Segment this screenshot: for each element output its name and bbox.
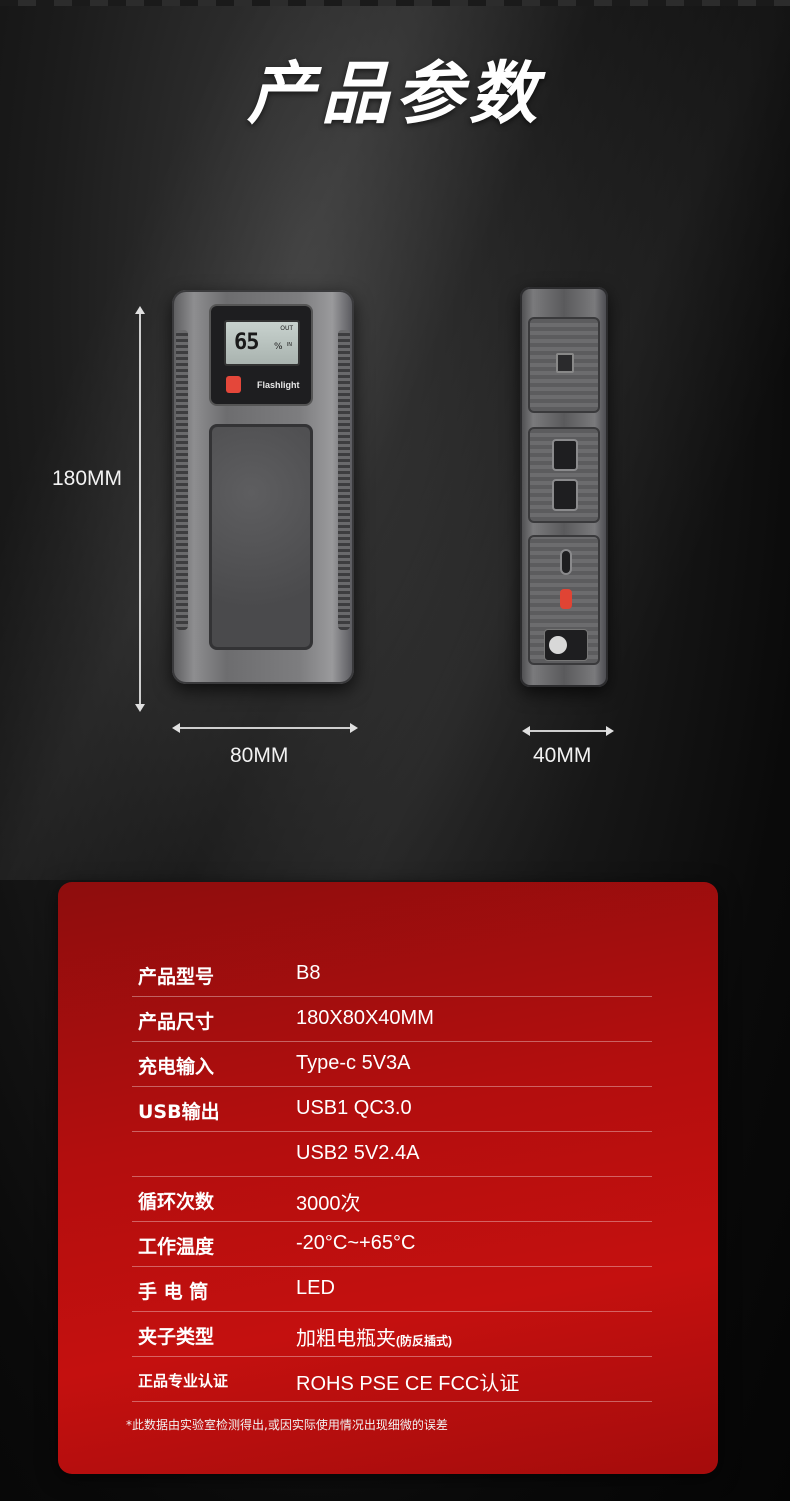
spec-row: 产品型号 B8 [132, 952, 652, 997]
page-title: 产品参数 [246, 55, 543, 134]
side-grip [176, 330, 188, 630]
spec-label: 夹子类型 [138, 1326, 215, 1348]
top-stripe-bar [0, 0, 790, 6]
spec-label: 充电输入 [138, 1056, 215, 1078]
lcd-battery-value: 65 [234, 330, 259, 355]
height-dimension-label: 180MM [52, 467, 123, 490]
arrow-left-icon [522, 726, 530, 736]
side-grip [338, 330, 350, 630]
spec-value-main: 加粗电瓶夹 [296, 1328, 396, 1350]
spec-row: 循环次数 3000次 [132, 1177, 652, 1222]
device-front-view: 65 % OUT IN Flashlight [172, 290, 354, 684]
device-side-view [520, 287, 608, 687]
typec-port-icon [560, 549, 572, 575]
arrow-up-icon [135, 306, 145, 314]
spec-label: 产品尺寸 [138, 1011, 215, 1033]
typec-port-block [528, 535, 600, 665]
lcd-percent-sign: % [274, 342, 283, 352]
front-grip-pad [209, 424, 313, 650]
spec-label: 循环次数 [138, 1191, 215, 1213]
spec-row: USB输出 USB1 QC3.0 [132, 1087, 652, 1132]
arrow-down-icon [135, 704, 145, 712]
spec-value: Type-c 5V3A [296, 1052, 411, 1074]
spec-row: 充电输入 Type-c 5V3A [132, 1042, 652, 1087]
spec-label: USB输出 [138, 1101, 220, 1123]
spec-value: LED [296, 1277, 335, 1299]
spec-row: 产品尺寸 180X80X40MM [132, 997, 652, 1042]
spec-label: 正品专业认证 [138, 1372, 229, 1390]
control-panel: 65 % OUT IN Flashlight [209, 304, 313, 406]
width-dimension-line [176, 727, 352, 729]
usb-port-block [528, 427, 600, 523]
flashlight-label: Flashlight [257, 380, 300, 390]
spec-label: 手 电 筒 [138, 1281, 209, 1303]
height-dimension-line [139, 310, 141, 710]
depth-dimension-label: 40MM [533, 744, 592, 767]
usb-port-icon [552, 479, 578, 511]
width-dimension-label: 80MM [230, 744, 289, 767]
spec-card: 产品型号 B8 产品尺寸 180X80X40MM 充电输入 Type-c 5V3… [58, 882, 718, 1474]
spec-label: 产品型号 [138, 966, 215, 988]
red-button [560, 589, 572, 609]
spec-row: USB2 5V2.4A [132, 1132, 652, 1177]
lcd-in-indicator: IN [286, 342, 292, 348]
arrow-left-icon [172, 723, 180, 733]
spec-value-sub: (防反插式) [396, 1334, 452, 1348]
spec-row: 正品专业认证 ROHS PSE CE FCC认证 [132, 1357, 652, 1402]
flashlight-button [226, 376, 241, 393]
lcd-display: 65 % OUT IN [224, 320, 300, 366]
spec-value: 180X80X40MM [296, 1007, 434, 1029]
spec-row: 手 电 筒 LED [132, 1267, 652, 1312]
spec-table: 产品型号 B8 产品尺寸 180X80X40MM 充电输入 Type-c 5V3… [132, 952, 652, 1402]
arrow-right-icon [350, 723, 358, 733]
spec-value: -20°C~+65°C [296, 1232, 416, 1254]
power-switch-block [528, 317, 600, 413]
spec-row: 夹子类型 加粗电瓶夹(防反插式) [132, 1312, 652, 1357]
spec-value: 3000次 [296, 1193, 361, 1215]
arrow-right-icon [606, 726, 614, 736]
spec-value: 加粗电瓶夹(防反插式) [296, 1322, 452, 1351]
power-switch-icon [556, 353, 574, 373]
lcd-out-indicator: OUT [280, 325, 293, 332]
clamp-connector-badge [544, 629, 588, 661]
spec-footnote: *此数据由实验室检测得出,或因实际使用情况出现细微的误差 [126, 1418, 448, 1432]
badge-circle-icon [549, 636, 567, 654]
spec-value: USB2 5V2.4A [296, 1142, 420, 1164]
spec-value: B8 [296, 962, 321, 984]
depth-dimension-line [526, 730, 608, 732]
spec-value: ROHS PSE CE FCC认证 [296, 1373, 520, 1395]
spec-label: 工作温度 [138, 1236, 215, 1258]
spec-row: 工作温度 -20°C~+65°C [132, 1222, 652, 1267]
spec-value: USB1 QC3.0 [296, 1097, 412, 1119]
usb-port-icon [552, 439, 578, 471]
